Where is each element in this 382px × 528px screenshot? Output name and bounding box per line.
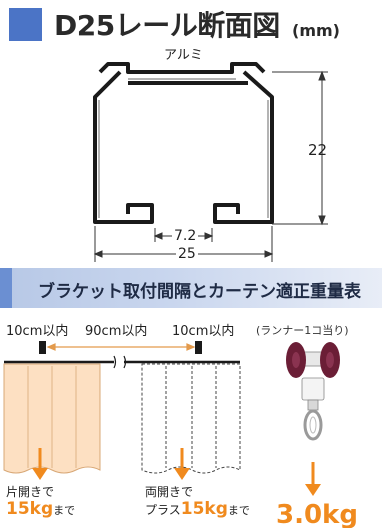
section-banner: ブラケット取付間隔とカーテン適正重量表 bbox=[0, 268, 382, 308]
double-open-weight-prefix: プラス bbox=[145, 503, 181, 517]
banner-title: ブラケット取付間隔とカーテン適正重量表 bbox=[38, 282, 361, 302]
rail-profile bbox=[93, 62, 274, 224]
double-open-weight: プラス15kgまで bbox=[145, 499, 250, 519]
unit-label: (mm) bbox=[292, 21, 340, 40]
rail-cross-section bbox=[93, 62, 328, 262]
inner-gap-label: 7.2 bbox=[172, 228, 199, 244]
single-open-caption: 片開きで bbox=[6, 485, 55, 499]
height-label: 22 bbox=[308, 141, 328, 159]
double-open-caption: 両開きで bbox=[145, 485, 194, 499]
header: D25レール断面図 (mm) bbox=[0, 0, 382, 52]
curtain-single bbox=[3, 363, 101, 474]
rail-break bbox=[113, 355, 127, 369]
banner-marker bbox=[0, 268, 12, 308]
double-open-weight-value: 15kg bbox=[180, 499, 228, 519]
load-arrow-runner bbox=[305, 462, 321, 496]
load-arrow-double bbox=[174, 448, 190, 480]
bracket-left bbox=[39, 341, 46, 354]
runner-weight: 3.0kg bbox=[276, 500, 358, 528]
bracket-right bbox=[195, 341, 202, 354]
spacing-middle-label: 90cm以内 bbox=[85, 324, 148, 339]
runner-note: (ランナー1コ当り) bbox=[256, 324, 349, 337]
title-marker bbox=[9, 8, 42, 41]
curtain-double bbox=[141, 363, 241, 474]
spacing-right-label: 10cm以内 bbox=[172, 324, 235, 339]
material-label: アルミ bbox=[164, 48, 203, 63]
double-open-weight-suffix: まで bbox=[227, 504, 250, 517]
load-arrow-single bbox=[32, 448, 48, 480]
single-open-weight: 15kgまで bbox=[6, 499, 75, 519]
runner-icon bbox=[286, 342, 340, 441]
curtain-diagram bbox=[3, 341, 340, 496]
single-open-weight-suffix: まで bbox=[53, 504, 76, 517]
height-dimension bbox=[272, 70, 328, 226]
spacing-left-label: 10cm以内 bbox=[6, 324, 69, 339]
page-title: D25レール断面図 bbox=[54, 9, 280, 42]
spacing-arrow bbox=[46, 343, 196, 351]
rail-profile-shine bbox=[98, 78, 269, 218]
width-label: 25 bbox=[176, 246, 198, 262]
single-open-weight-value: 15kg bbox=[6, 499, 54, 519]
